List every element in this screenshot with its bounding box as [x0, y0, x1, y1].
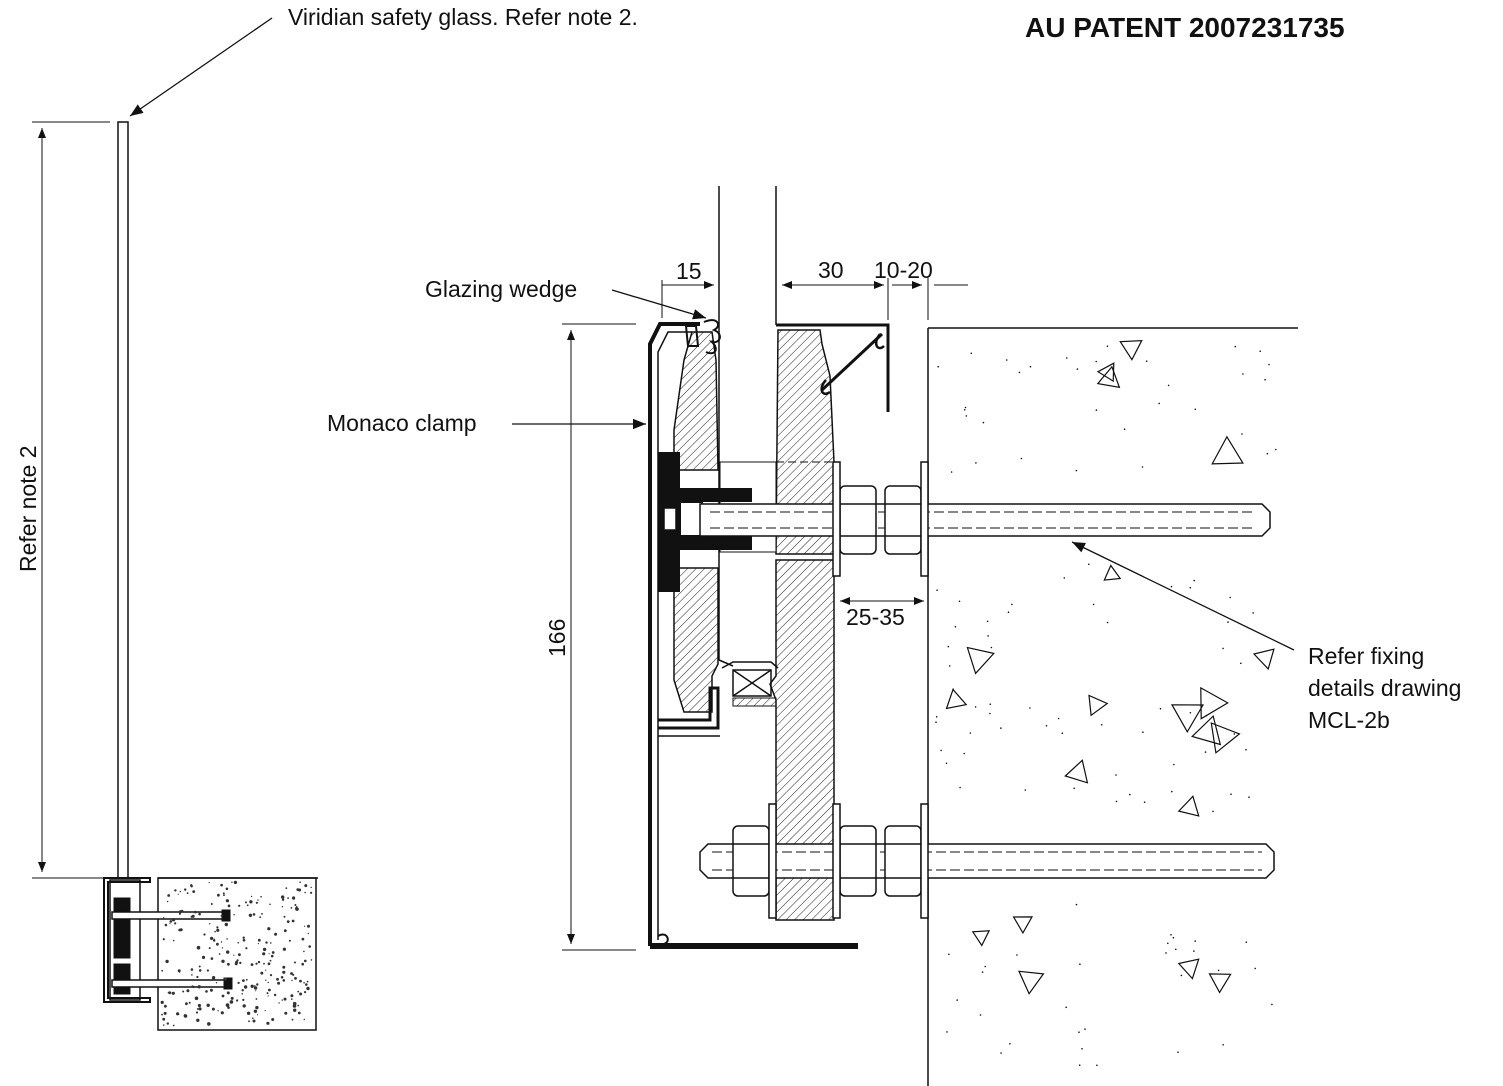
aggregate-mark — [1211, 435, 1244, 465]
aggregate-mark — [971, 930, 991, 947]
glazing-wedge-leader — [611, 289, 707, 320]
anchor-rod-lower — [699, 803, 1275, 919]
concrete-speckle-elevation — [160, 880, 313, 1027]
clamp-boss — [658, 452, 752, 592]
aggregate-mark — [1200, 686, 1229, 720]
setting-block — [721, 661, 779, 697]
aggregate-mark — [1191, 714, 1222, 746]
fixing-label-line2: details drawing — [1308, 675, 1461, 701]
fixing-label-line3: MCL-2b — [1308, 707, 1390, 733]
glazing-wedge-label: Glazing wedge — [425, 276, 577, 302]
aggregate-mark — [1088, 694, 1109, 717]
glass-pane-section — [718, 186, 777, 667]
washer-lower-2 — [832, 803, 841, 919]
glazing-wedge-body — [673, 331, 719, 471]
elevation-view — [32, 121, 318, 1031]
anchor-rod-upper — [699, 461, 1271, 577]
aggregate-mark — [1064, 759, 1089, 784]
clamp-label: Monaco clamp — [327, 410, 477, 436]
glass-leader — [129, 17, 273, 117]
glass-pane-elevation — [117, 121, 129, 879]
concrete-aggregate — [935, 340, 1277, 1067]
concrete-slab — [927, 327, 1298, 1086]
aggregate-mark — [1210, 722, 1241, 754]
washer-upper-1 — [832, 461, 841, 577]
patent-number: AU PATENT 2007231735 — [1025, 12, 1345, 43]
nut-lower-2 — [839, 825, 877, 897]
aggregate-mark — [966, 646, 995, 675]
dim-10-20: 10-20 — [874, 257, 933, 283]
aggregate-mark — [1177, 958, 1200, 980]
washer-lower-1 — [768, 803, 777, 919]
aggregate-mark — [1119, 340, 1143, 361]
bolt-upper-elevation — [111, 911, 229, 920]
aggregate-mark — [1103, 564, 1122, 581]
nut-upper-2 — [884, 485, 922, 555]
lower-hatch-wedge — [732, 697, 777, 707]
nut-lower-1 — [732, 825, 770, 897]
dim-15: 15 — [676, 258, 702, 284]
aggregate-mark — [1177, 795, 1200, 817]
nut-upper-1 — [839, 485, 877, 555]
slab-elevation — [157, 877, 317, 1031]
fixing-leader — [1071, 541, 1295, 651]
washer-upper-2 — [920, 461, 929, 577]
aggregate-mark — [1170, 704, 1205, 734]
dim-30: 30 — [818, 257, 844, 283]
aggregate-mark — [1208, 973, 1232, 994]
clamp-elevation — [103, 877, 151, 1003]
aggregate-mark — [1096, 365, 1121, 389]
aggregate-mark — [945, 688, 968, 710]
dim-166: 166 — [544, 619, 570, 657]
aggregate-mark — [1096, 362, 1115, 383]
height-note-label: Refer note 2 — [15, 445, 41, 572]
washer-lower-3 — [920, 803, 929, 919]
bolt-lower-elevation — [111, 979, 231, 988]
aggregate-mark — [1012, 916, 1034, 935]
nut-lower-3 — [884, 825, 922, 897]
aggregate-mark — [1252, 648, 1275, 671]
glass-label: Viridian safety glass. Refer note 2. — [288, 4, 638, 30]
aggregate-mark — [1018, 970, 1045, 995]
dim-25-35: 25-35 — [846, 604, 905, 630]
backing-bar — [775, 329, 835, 555]
glazing-wedge-lower — [673, 567, 719, 713]
monaco-clamp — [648, 322, 858, 949]
fixing-label-line1: Refer fixing — [1308, 643, 1424, 669]
dimension-lines — [562, 278, 968, 951]
